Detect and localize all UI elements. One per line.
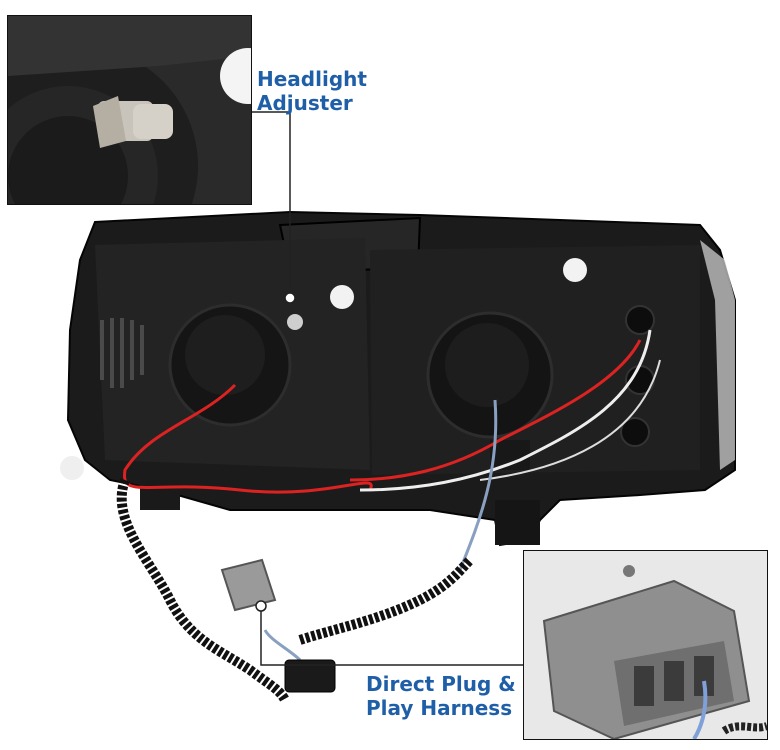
adjuster-leader-line	[252, 111, 296, 304]
adjuster-closeup-inset	[7, 15, 252, 205]
harness-leader-line	[255, 600, 525, 666]
connector-closeup-inset	[523, 550, 768, 740]
harness-label-line1: Direct Plug &	[366, 672, 516, 696]
harness-callout-label: Direct Plug & Play Harness	[366, 672, 516, 720]
adjuster-callout-label: Headlight Adjuster	[257, 67, 367, 115]
harness-label-line2: Play Harness	[366, 696, 513, 720]
adjuster-label-line2: Adjuster	[257, 91, 353, 115]
adjuster-bolt-icon	[93, 96, 173, 148]
adjuster-label-line1: Headlight	[257, 67, 367, 91]
